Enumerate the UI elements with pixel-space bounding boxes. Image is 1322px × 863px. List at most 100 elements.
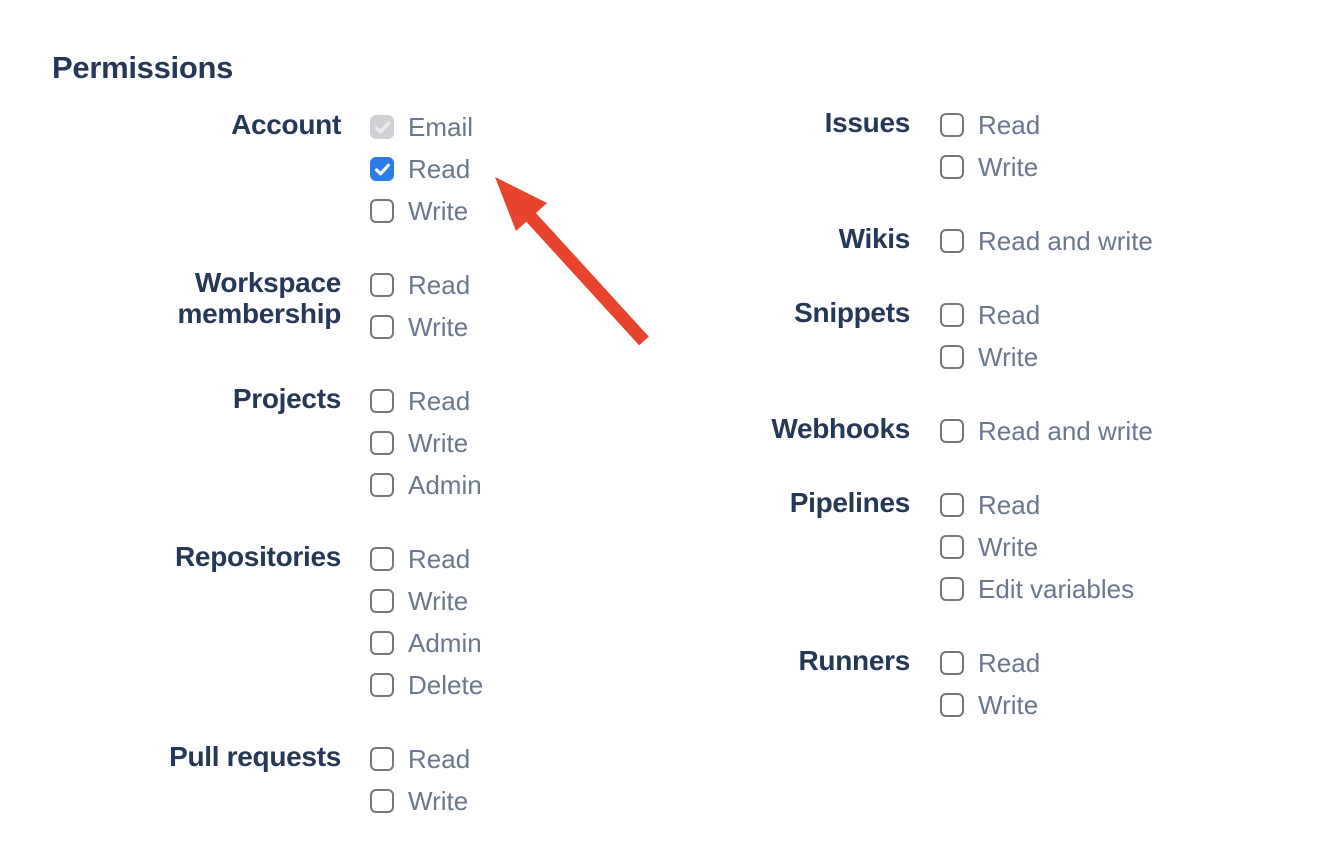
permission-option-label: Read	[408, 386, 471, 416]
checkbox-workspace-membership-read[interactable]	[370, 273, 394, 297]
checkbox-wikis-read-and-write[interactable]	[940, 229, 964, 253]
group-label-webhooks: Webhooks	[771, 413, 910, 444]
permission-options: Read Write Admin Delete	[370, 544, 672, 715]
permission-options: Read Write Admin	[370, 386, 672, 515]
group-label-runners: Runners	[798, 645, 911, 676]
option-snippets-read[interactable]: Read	[940, 302, 1040, 328]
checkbox-runners-write[interactable]	[940, 693, 964, 717]
permission-options: Read Write	[940, 110, 1270, 197]
group-label-issues: Issues	[824, 107, 911, 138]
option-pull-requests-write[interactable]: Write	[370, 786, 469, 816]
checkbox-repositories-delete[interactable]	[370, 673, 394, 697]
option-pipelines-edit-variables[interactable]: Edit variables	[940, 576, 1134, 602]
permission-options: Read and write	[940, 226, 1270, 271]
option-pipelines-read[interactable]: Read	[940, 492, 1040, 518]
permission-option-label: Read	[408, 544, 471, 574]
checkbox-workspace-membership-write[interactable]	[370, 315, 394, 339]
permission-option-label: Admin	[408, 470, 482, 500]
checkbox-account-email	[370, 115, 394, 139]
option-projects-admin[interactable]: Admin	[370, 470, 482, 500]
checkbox-pipelines-read[interactable]	[940, 493, 964, 517]
permission-option-label: Write	[408, 196, 469, 226]
permission-option-label: Write	[978, 690, 1039, 720]
permission-options: Read Write	[940, 648, 1270, 735]
checkbox-issues-write[interactable]	[940, 155, 964, 179]
permission-option-label: Read	[408, 154, 471, 184]
option-repositories-delete[interactable]: Delete	[370, 670, 484, 700]
checkbox-webhooks-read-and-write[interactable]	[940, 419, 964, 443]
permission-options: Read Write	[370, 270, 672, 357]
group-label-workspace-membership: Workspace membership	[177, 267, 342, 329]
permission-options: Read Write	[940, 302, 1270, 387]
permission-option-label: Read	[408, 270, 471, 300]
page-title: Permissions	[52, 50, 234, 85]
option-issues-write[interactable]: Write	[940, 154, 1038, 180]
group-label-repositories: Repositories	[175, 541, 341, 572]
option-runners-read[interactable]: Read	[940, 648, 1041, 678]
permissions-column-right: Issues Read Write Wikis Read and write	[700, 107, 1270, 767]
permission-section-account: Account Email Read Write	[52, 109, 672, 241]
checkmark-icon	[374, 121, 390, 133]
permission-option-label: Write	[408, 312, 469, 342]
permission-option-label: Write	[978, 342, 1039, 372]
option-projects-write[interactable]: Write	[370, 428, 469, 458]
group-label-pipelines: Pipelines	[789, 487, 911, 518]
checkbox-repositories-admin[interactable]	[370, 631, 394, 655]
permissions-column-left: Account Email Read Write Workspace membe…	[52, 109, 672, 863]
option-workspace-membership-write[interactable]: Write	[370, 312, 469, 342]
checkbox-runners-read[interactable]	[940, 651, 964, 675]
permission-section-pipelines: Pipelines Read Write Edit variables	[700, 487, 1270, 619]
option-snippets-write[interactable]: Write	[940, 342, 1039, 372]
permission-option-label: Read	[978, 110, 1041, 140]
permission-section-pull-requests: Pull requests Read Write	[52, 741, 672, 831]
checkbox-snippets-write[interactable]	[940, 345, 964, 369]
permission-option-label: Admin	[408, 628, 482, 658]
option-pull-requests-read[interactable]: Read	[370, 744, 471, 774]
permission-options: Read Write	[370, 744, 672, 831]
permission-option-label: Write	[408, 586, 469, 616]
permission-option-label: Write	[978, 532, 1039, 562]
option-repositories-read[interactable]: Read	[370, 544, 471, 574]
option-wikis-read-and-write[interactable]: Read and write	[940, 226, 1153, 256]
checkbox-projects-read[interactable]	[370, 389, 394, 413]
checkbox-projects-write[interactable]	[370, 431, 394, 455]
checkbox-pull-requests-write[interactable]	[370, 789, 394, 813]
permission-option-label: Write	[408, 786, 469, 816]
permission-section-issues: Issues Read Write	[700, 107, 1270, 197]
checkbox-snippets-read[interactable]	[940, 303, 964, 327]
option-repositories-admin[interactable]: Admin	[370, 628, 482, 658]
permission-option-label: Write	[408, 428, 469, 458]
option-pipelines-write[interactable]: Write	[940, 532, 1039, 562]
checkbox-account-write[interactable]	[370, 199, 394, 223]
group-label-snippets: Snippets	[794, 297, 910, 328]
checkbox-account-read[interactable]	[370, 157, 394, 181]
option-account-write[interactable]: Write	[370, 196, 469, 226]
option-webhooks-read-and-write[interactable]: Read and write	[940, 418, 1153, 444]
checkbox-repositories-read[interactable]	[370, 547, 394, 571]
permission-section-snippets: Snippets Read Write	[700, 297, 1270, 387]
permission-option-label: Read	[408, 744, 471, 774]
checkbox-pipelines-write[interactable]	[940, 535, 964, 559]
permission-section-runners: Runners Read Write	[700, 645, 1270, 735]
option-account-read[interactable]: Read	[370, 154, 471, 184]
checkbox-pull-requests-read[interactable]	[370, 747, 394, 771]
option-account-email[interactable]: Email	[370, 112, 474, 142]
permission-option-label: Read and write	[978, 226, 1153, 256]
option-issues-read[interactable]: Read	[940, 110, 1041, 140]
permission-section-wikis: Wikis Read and write	[700, 223, 1270, 271]
checkbox-pipelines-edit-variables[interactable]	[940, 577, 964, 601]
permission-option-label: Read	[978, 648, 1041, 678]
permission-options: Read Write Edit variables	[940, 492, 1270, 619]
option-repositories-write[interactable]: Write	[370, 586, 469, 616]
checkbox-issues-read[interactable]	[940, 113, 964, 137]
permission-section-repositories: Repositories Read Write Admin	[52, 541, 672, 715]
permission-option-label: Delete	[408, 670, 484, 700]
option-projects-read[interactable]: Read	[370, 386, 471, 416]
option-runners-write[interactable]: Write	[940, 690, 1039, 720]
checkbox-repositories-write[interactable]	[370, 589, 394, 613]
permission-option-label: Email	[408, 112, 474, 142]
permission-options: Email Read Write	[370, 112, 672, 241]
checkbox-projects-admin[interactable]	[370, 473, 394, 497]
group-label-account: Account	[231, 109, 341, 140]
option-workspace-membership-read[interactable]: Read	[370, 270, 471, 300]
